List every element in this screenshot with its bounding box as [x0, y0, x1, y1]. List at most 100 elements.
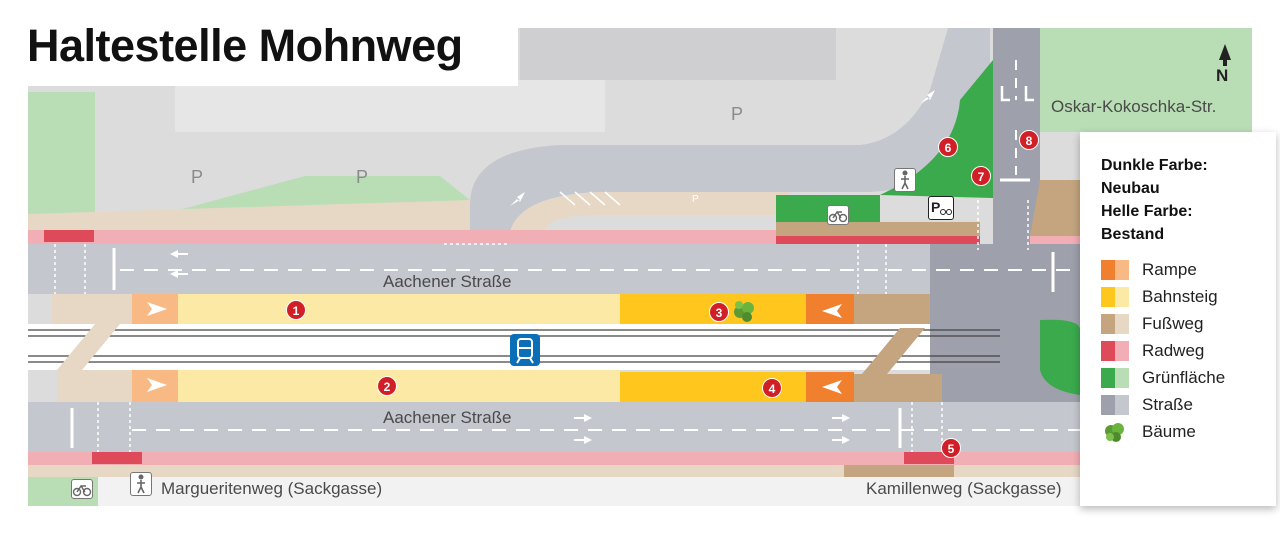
swatch-dark [1101, 368, 1115, 388]
legend-label: Radweg [1142, 341, 1205, 360]
footway-left-top [52, 294, 132, 324]
bicycle-icon [71, 479, 93, 499]
marker-4: 4 [762, 378, 782, 398]
pedestrian-icon [894, 168, 916, 192]
north-arrow-icon [1219, 44, 1231, 66]
tree-icon [734, 301, 754, 322]
swatch-dark [1101, 314, 1115, 334]
legend-item: Radweg [1101, 340, 1271, 362]
legend-item: Bahnsteig [1101, 286, 1271, 308]
green-area-top-left [28, 92, 95, 215]
swatch-dark [1101, 341, 1115, 361]
bottom-strip [98, 477, 1080, 506]
oskar-arrows [1000, 86, 1034, 102]
crossing-markings [54, 200, 1029, 452]
swatch-dark [1101, 260, 1115, 280]
legend-label: Straße [1142, 395, 1194, 414]
cycle-lane-bottom-new-left [92, 452, 142, 464]
page-title: Haltestelle Mohnweg [27, 20, 463, 71]
footway-ramp-1 [854, 294, 930, 328]
parking-stripes [559, 191, 621, 206]
legend-label: Grünfläche [1142, 368, 1226, 387]
parking-label-1: P [731, 104, 744, 124]
platform-1-existing [178, 294, 620, 324]
swatch-dark [1101, 395, 1115, 415]
footway-crossing-right [862, 328, 925, 374]
cycle-lane-top [28, 230, 776, 244]
footway-top-left [28, 200, 470, 230]
footway-crossing-left [57, 324, 120, 370]
ramp-chevrons [147, 302, 842, 394]
pedestrian-icon [130, 472, 152, 496]
green-right-mid [1040, 319, 1080, 395]
legend-panel: Dunkle Farbe: Neubau Helle Farbe: Bestan… [1080, 132, 1276, 506]
legend-heading-line: Neubau [1101, 180, 1160, 197]
street-kamillenweg: Kamillenweg (Sackgasse) [866, 479, 1062, 498]
marker-6: 6 [938, 137, 958, 157]
parking-area [175, 80, 605, 132]
bicycle-icon [827, 205, 849, 225]
legend-heading-line: Helle Farbe: [1101, 203, 1193, 220]
cycle-lane-bottom-new-right [904, 452, 954, 464]
legend-label: Bahnsteig [1142, 287, 1218, 306]
legend-swatch [1101, 287, 1129, 307]
footway-new-top [776, 222, 980, 236]
footway-new-right [1030, 180, 1080, 236]
tram-stop-icon [510, 334, 540, 366]
swatch-light [1115, 341, 1129, 361]
footway-bottom [28, 465, 1080, 477]
legend-item: Rampe [1101, 259, 1271, 281]
legend-swatch [1101, 395, 1129, 415]
legend-swatch [1101, 260, 1129, 280]
green-area-new [880, 60, 993, 198]
marker-3: 3 [709, 302, 729, 322]
small-parking-label: P [692, 194, 699, 205]
legend-item: Straße [1101, 394, 1271, 416]
north-label: N [1216, 66, 1229, 85]
bike-parking-icon: P [928, 196, 954, 220]
green-area-right-top [1040, 28, 1252, 132]
swatch-light [1115, 260, 1129, 280]
legend-item: Grünfläche [1101, 367, 1271, 389]
legend-heading-line: Bestand [1101, 226, 1165, 243]
swatch-light [1115, 314, 1129, 334]
street-margueritenweg: Margueritenweg (Sackgasse) [161, 479, 383, 498]
access-road [470, 28, 990, 232]
cycle-lane-top-left-new [44, 230, 94, 242]
road-markings [70, 60, 1080, 448]
legend-swatch [1101, 341, 1129, 361]
parking-label-3: P [356, 167, 369, 187]
cycle-lane-bottom [28, 452, 1080, 465]
footway-ramp-2 [854, 374, 942, 406]
marker-5: 5 [941, 438, 961, 458]
swatch-dark [1101, 287, 1115, 307]
marker-7: 7 [971, 166, 991, 186]
footway-curve [510, 192, 790, 232]
footway-bottom-new [844, 465, 954, 477]
building [520, 28, 836, 80]
legend-item: Bäume [1101, 421, 1271, 443]
parking-label-2: P [191, 167, 204, 187]
track-area [28, 324, 930, 370]
street-oskar: Oskar-Kokoschka-Str. [1051, 97, 1217, 116]
legend-swatch [1101, 368, 1129, 388]
legend-label: Fußweg [1142, 314, 1204, 333]
legend-heading: Dunkle Farbe: Neubau Helle Farbe: Bestan… [1101, 154, 1208, 246]
legend-heading-line: Dunkle Farbe: [1101, 157, 1208, 174]
legend-item: Fußweg [1101, 313, 1271, 335]
title-panel: Haltestelle Mohnweg [0, 0, 518, 86]
legend-label: Rampe [1142, 260, 1197, 279]
marker-1: 1 [286, 300, 306, 320]
swatch-light [1115, 395, 1129, 415]
swatch-light [1115, 368, 1129, 388]
svg-text:P: P [931, 199, 940, 215]
swatch-light [1115, 287, 1129, 307]
platform-2-existing [178, 370, 620, 402]
marker-2: 2 [377, 376, 397, 396]
legend-swatch [1101, 314, 1129, 334]
marker-8: 8 [1019, 130, 1039, 150]
road-aachener-bottom [28, 402, 1080, 452]
street-aachener-top: Aachener Straße [383, 272, 512, 291]
lane-arrows [170, 90, 935, 444]
tree-icon [1101, 422, 1129, 442]
